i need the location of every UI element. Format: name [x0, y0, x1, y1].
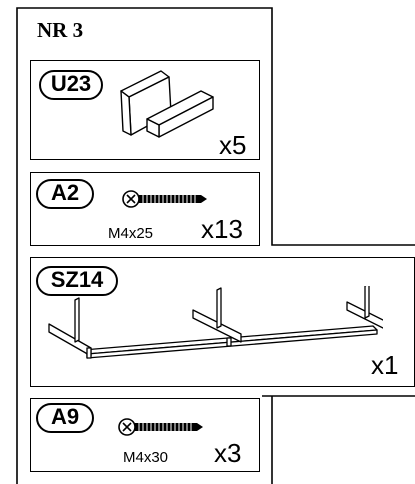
part-id-badge: A2: [36, 179, 94, 209]
part-id-badge: A9: [36, 403, 94, 433]
quantity-label: x1: [371, 350, 399, 380]
part-box-a2: A2 M4x25 x13: [30, 172, 260, 246]
quantity-label: x13: [201, 214, 243, 244]
screw-size-label: M4x30: [123, 449, 169, 466]
part-id-badge: SZ14: [36, 266, 118, 296]
part-id-badge: U23: [39, 70, 103, 100]
screw-size-label: M4x25: [108, 225, 154, 242]
frame-illustration: [48, 286, 383, 359]
part-box-sz14: SZ14 x1: [30, 257, 415, 387]
screw-icon: [118, 418, 203, 436]
quantity-label: x3: [214, 438, 242, 468]
quantity-label: x5: [219, 130, 247, 160]
part-box-u23: U23 x5: [30, 60, 260, 160]
step-title: NR 3: [37, 18, 84, 42]
part-box-a9: A9 M4x30 x3: [30, 398, 260, 472]
screw-icon: [122, 190, 207, 208]
bracket-illustration: [120, 70, 214, 138]
